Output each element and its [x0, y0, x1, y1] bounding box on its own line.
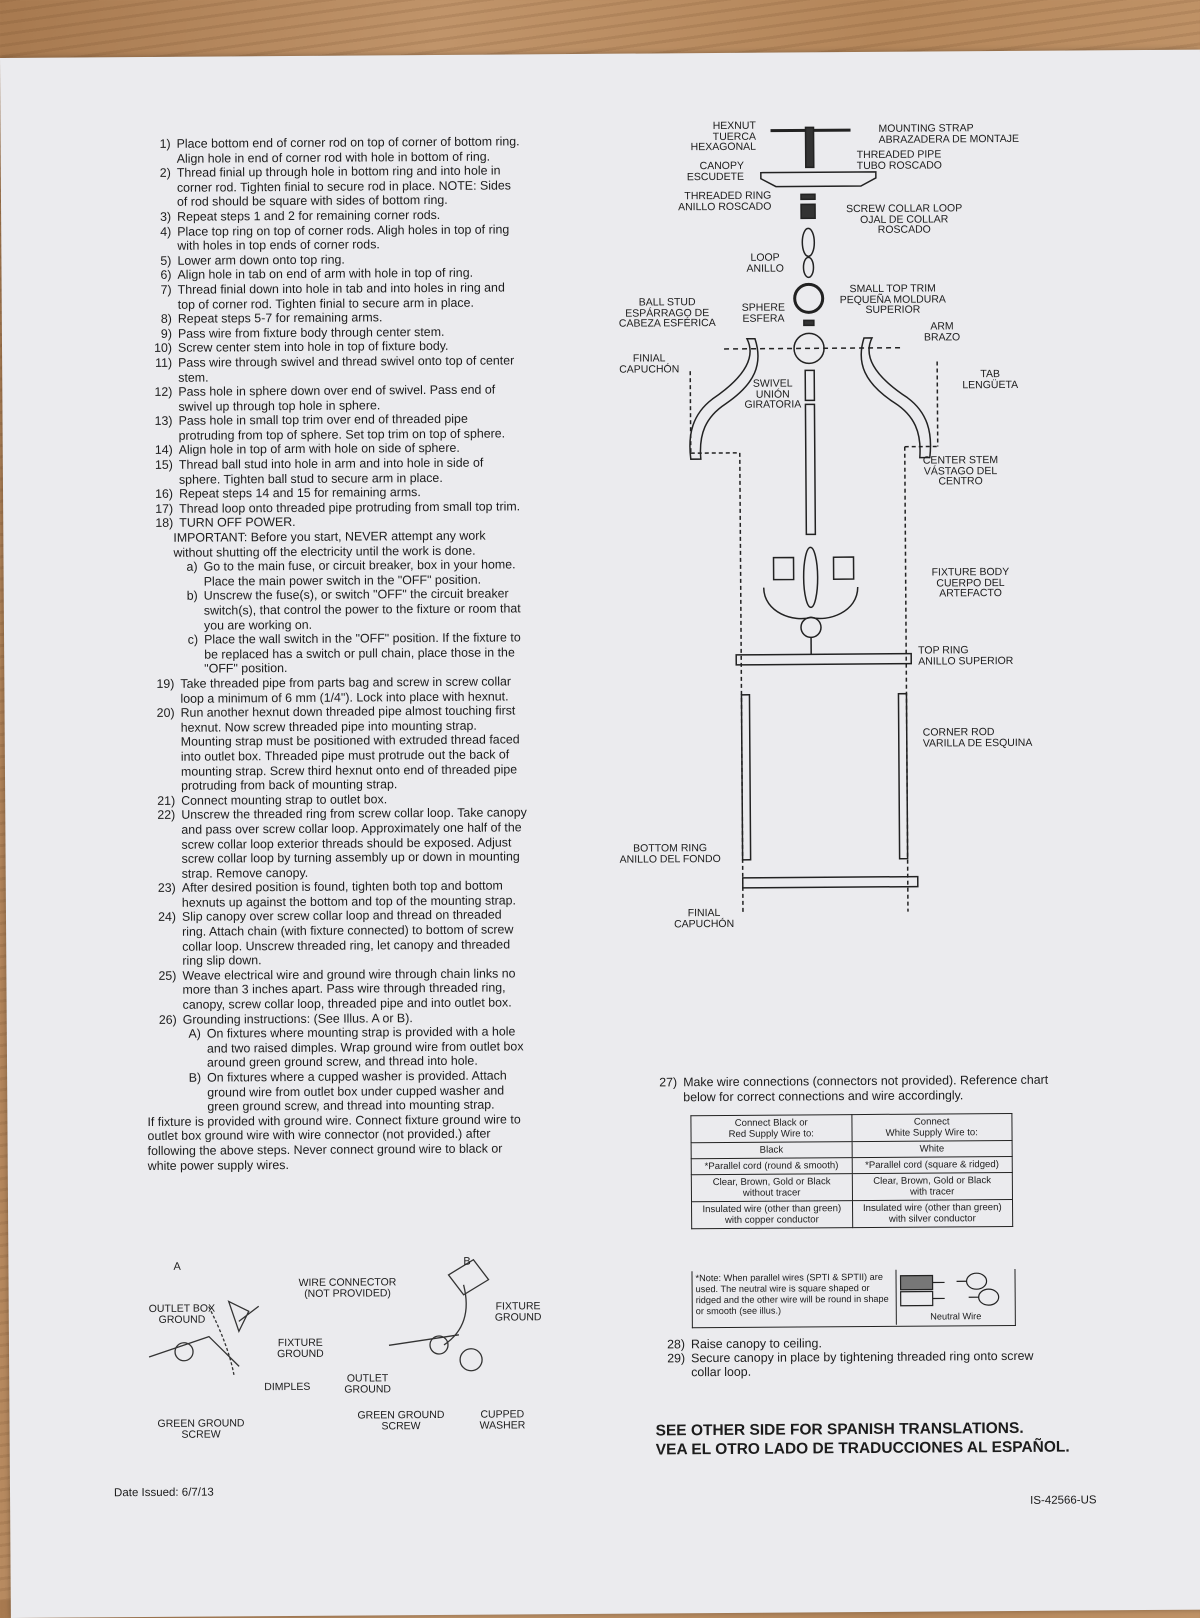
table-cell: Clear, Brown, Gold or Black with tracer — [852, 1172, 1013, 1200]
table-header-cell: Connect Black or Red Supply Wire to: — [691, 1115, 852, 1143]
step-number: 29) — [655, 1351, 691, 1379]
exploded-diagram — [0, 50, 1200, 1058]
label-tab: TAB LENGÜETA — [962, 369, 1018, 390]
illustration-a-title: A — [173, 1262, 180, 1273]
step-text: On fixtures where a cupped washer is pro… — [207, 1068, 529, 1114]
table-cell: Insulated wire (other than green) with c… — [692, 1201, 853, 1229]
wire-connection-table: Connect Black or Red Supply Wire to:Conn… — [690, 1113, 1013, 1229]
table-cell: Insulated wire (other than green) with s… — [852, 1199, 1013, 1227]
label-center-stem: CENTER STEM VÁSTAGO DEL CENTRO — [923, 455, 998, 487]
table-cell: Clear, Brown, Gold or Black without trac… — [691, 1174, 852, 1202]
final-steps: 28)Raise canopy to ceiling.29)Secure can… — [655, 1335, 1065, 1380]
label-fixture-ground-b: FIXTURE GROUND — [495, 1301, 542, 1322]
label-dimples: DIMPLES — [264, 1382, 310, 1393]
label-swivel: SWIVEL UNIÓN GIRATORIA — [744, 378, 801, 410]
label-cupped-washer: CUPPED WASHER — [479, 1409, 525, 1430]
ground-wire-note: If fixture is provided with ground wire.… — [147, 1112, 529, 1173]
label-sphere: SPHERE ESFERA — [742, 303, 785, 324]
spanish-translation-notice: SEE OTHER SIDE FOR SPANISH TRANSLATIONS.… — [656, 1419, 1070, 1460]
label-green-ground-screw-b: GREEN GROUND SCREW — [357, 1410, 444, 1432]
label-canopy: CANOPY ESCUDETE — [687, 161, 744, 182]
notice-spanish: VEA EL OTRO LADO DE TRADUCCIONES AL ESPA… — [656, 1438, 1070, 1460]
label-corner-rod: CORNER ROD VARILLA DE ESQUINA — [923, 727, 1033, 749]
label-fixture-ground-a: FIXTURE GROUND — [277, 1338, 324, 1359]
table-row: Insulated wire (other than green) with c… — [692, 1199, 1013, 1228]
label-outlet-ground-b: OUTLET GROUND — [344, 1373, 391, 1394]
neutral-wire-label: Neutral Wire — [897, 1311, 1015, 1323]
label-hexnut: HEXNUT TUERCA HEXAGONAL — [690, 121, 756, 153]
table-cell: *Parallel cord (round & smooth) — [691, 1158, 852, 1175]
substep-item: B)On fixtures where a cupped washer is p… — [177, 1068, 529, 1114]
label-fixture-body: FIXTURE BODY CUERPO DEL ARTEFACTO — [932, 567, 1010, 599]
label-finial-top: FINIAL CAPUCHÓN — [619, 353, 679, 374]
step-text: Secure canopy in place by tightening thr… — [691, 1349, 1065, 1380]
table-row: Clear, Brown, Gold or Black without trac… — [691, 1172, 1012, 1201]
table-cell: Black — [691, 1142, 852, 1159]
label-bottom-ring: BOTTOM RING ANILLO DEL FONDO — [620, 843, 721, 865]
parallel-wire-note: *Note: When parallel wires (SPTI & SPTII… — [691, 1269, 1015, 1328]
step-27: 27)Make wire connections (connectors not… — [647, 1073, 1067, 1106]
step-number: B) — [177, 1071, 207, 1115]
table-cell: *Parallel cord (square & ridged) — [852, 1156, 1013, 1173]
label-finial-bottom: FINIAL CAPUCHÓN — [674, 908, 734, 929]
step-number: 28) — [655, 1337, 691, 1351]
label-wire-connector: WIRE CONNECTOR (NOT PROVIDED) — [299, 1277, 397, 1299]
document-id: IS-42566-US — [1030, 1494, 1097, 1506]
label-threaded-ring: THREADED RING ANILLO ROSCADO — [678, 191, 772, 213]
label-top-ring: TOP RING ANILLO SUPERIOR — [918, 645, 1013, 667]
label-arm: ARM BRAZO — [924, 321, 960, 342]
table-cell: White — [852, 1140, 1013, 1157]
illustration-b-title: B — [463, 1257, 470, 1268]
step-item: 29)Secure canopy in place by tightening … — [655, 1349, 1065, 1380]
neutral-wire-illustration: Neutral Wire — [895, 1269, 1014, 1325]
label-small-top-trim: SMALL TOP TRIM PEQUEÑA MOLDURA SUPERIOR — [840, 283, 946, 315]
note-text: *Note: When parallel wires (SPTI & SPTII… — [696, 1272, 896, 1317]
label-mounting-strap: MOUNTING STRAP ABRAZADERA DE MONTAJE — [878, 123, 1019, 145]
table-header-row: Connect Black or Red Supply Wire to:Conn… — [691, 1113, 1012, 1142]
label-outlet-box-ground-a: OUTLET BOX GROUND — [149, 1304, 215, 1325]
label-green-ground-screw-a: GREEN GROUND SCREW — [158, 1418, 245, 1440]
date-issued: Date Issued: 6/7/13 — [114, 1487, 214, 1500]
label-ball-stud: BALL STUD ESPÁRRAGO DE CABEZA ESFÉRICA — [619, 297, 716, 329]
label-loop: LOOP ANILLO — [746, 253, 784, 274]
label-threaded-pipe: THREADED PIPE TUBO ROSCADO — [857, 149, 942, 171]
table-header-cell: Connect White Supply Wire to: — [851, 1113, 1012, 1141]
instruction-sheet: 1)Place bottom end of corner rod on top … — [0, 50, 1200, 1618]
label-screw-collar-loop: SCREW COLLAR LOOP OJAL DE COLLAR ROSCADO — [846, 203, 962, 235]
